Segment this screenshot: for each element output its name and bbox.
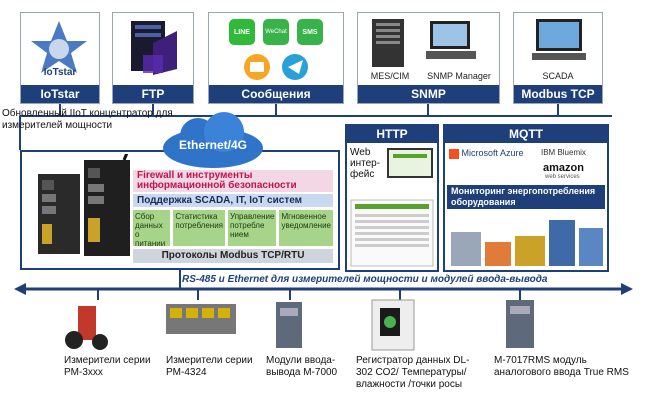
- wechat-app-label: WeChat: [265, 29, 287, 35]
- iotstar-label: IoTstar: [21, 85, 99, 103]
- modbus-label: Modbus TCP: [514, 85, 602, 103]
- snmp-panel: MES/CIM SNMP Manager SNMP: [357, 12, 500, 104]
- aws-label: web services: [545, 174, 580, 180]
- m7017rms-module-icon: [506, 300, 534, 348]
- scada-computer-icon: [532, 19, 586, 60]
- messaging-apps-icon: [229, 19, 323, 80]
- feature-power-data: Сбор данных о питании: [133, 210, 171, 248]
- gateway-caption: Обновленный IIoT концентратор для измери…: [2, 108, 173, 131]
- ftp-label: FTP: [113, 85, 193, 103]
- device-caption-dl302: Регистратор данных DL-302 CO2/ Температу…: [356, 355, 470, 390]
- http-label: HTTP: [347, 126, 437, 143]
- protocols-row: Протоколы Modbus TCP/RTU: [133, 249, 333, 263]
- snmp-label: SNMP: [358, 85, 499, 103]
- feature-consumption-stats: Статистика потребления: [173, 210, 225, 246]
- scada-label: SCADA: [542, 71, 574, 81]
- energy-monitoring-banner: Мониторинг энергопотребления оборудовани…: [447, 185, 605, 209]
- ftp-panel: FTP: [112, 12, 194, 104]
- iotstar-logo-icon: [31, 21, 87, 73]
- mqtt-label: MQTT: [445, 126, 607, 143]
- bus-label: RS-485 и Ethernet для измерителей мощнос…: [182, 274, 548, 285]
- factory-illustration-icon: [451, 220, 603, 266]
- sms-app-label: SMS: [302, 29, 318, 36]
- web-ui-screenshot-icon: [350, 148, 434, 267]
- messages-label: Сообщения: [209, 85, 343, 103]
- feature-instant-notification: Мгновенное уведомление: [279, 210, 333, 246]
- dl302-logger-icon: [371, 299, 415, 351]
- web-interface-label: Web интер- фейс: [350, 147, 381, 180]
- ethernet-cloud-icon: [163, 112, 263, 168]
- bluemix-label: IBM Bluemix: [541, 148, 586, 157]
- device-caption-pm3xxx: Измерители серии PM-3xxx: [64, 355, 151, 378]
- ftp-server-icon: [131, 21, 177, 75]
- pm3xxx-device-icon: [65, 306, 108, 350]
- device-caption-m7000: Модули ввода-вывода M-7000: [266, 355, 338, 378]
- line-app-label: LINE: [234, 29, 250, 36]
- device-caption-pm4324: Измерители серии PM-4324: [166, 355, 253, 378]
- amazon-label: amazon: [543, 162, 584, 174]
- ethernet-cloud-label: Ethernet/4G: [178, 138, 247, 152]
- iotstar-logo-text: IoTstar: [43, 67, 77, 78]
- feature-consumption-control: Управление потребле нием: [228, 210, 277, 246]
- devices-illustration: [65, 299, 534, 351]
- firewall-row: Firewall и инструменты информационной бе…: [133, 170, 333, 192]
- mes-cim-label: MES/CIM: [370, 71, 410, 81]
- feature-boxes: Сбор данных о питании Статистика потребл…: [133, 210, 333, 248]
- scada-support-row: Поддержка SCADA, IT, IoT систем: [133, 194, 333, 207]
- http-panel: HTTP: [345, 124, 439, 272]
- device-caption-m7017rms: M-7017RMS модуль аналогового ввода True …: [494, 355, 629, 378]
- snmp-servers-icon: [372, 19, 476, 67]
- m7000-module-icon: [276, 302, 302, 348]
- messages-panel: LINE WeChat SMS Сообщения: [208, 12, 344, 104]
- gateway-device-icon: [38, 154, 130, 256]
- snmp-manager-label: SNMP Manager: [427, 71, 491, 81]
- iotstar-panel: IoTstar IoTstar: [20, 12, 100, 104]
- azure-label: Microsoft Azure: [449, 148, 524, 159]
- pm4324-device-icon: [166, 304, 236, 334]
- modbus-panel: SCADA Modbus TCP: [513, 12, 603, 104]
